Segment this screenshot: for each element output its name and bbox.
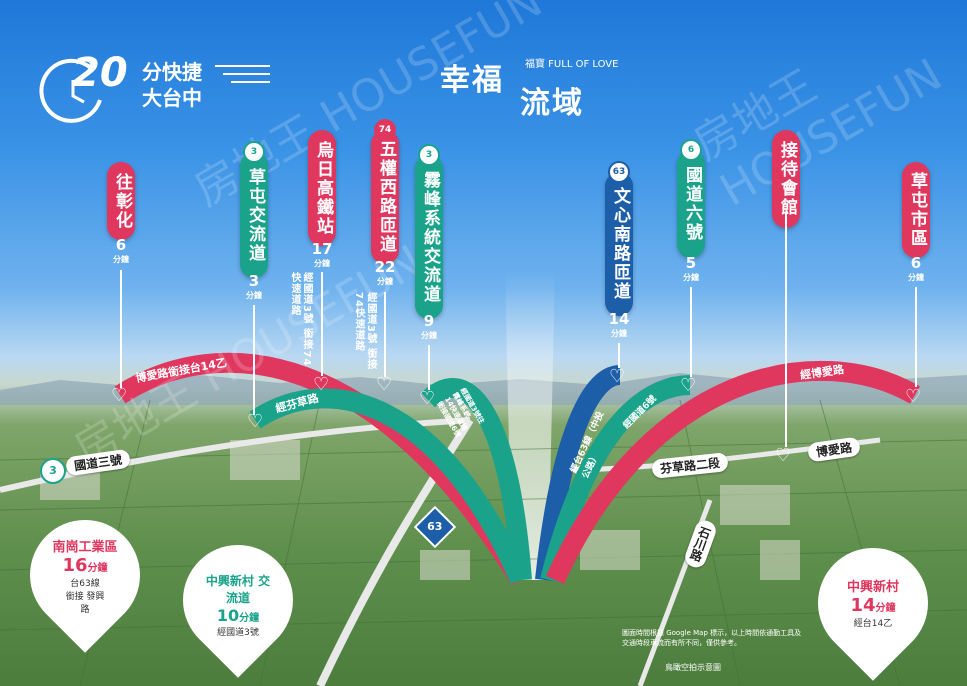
speed-lines-icon xyxy=(215,65,270,83)
pin-nangang-content: 南崗工業區 16分鐘 台63線 銜接 發興路 xyxy=(52,539,118,615)
heart-icon: ♡ xyxy=(111,385,128,406)
dest-note-wuquan-ramp: 經國道3號 銜接74快速道路 xyxy=(353,292,376,371)
brand-title-2: 流域 xyxy=(520,86,584,121)
leader-line xyxy=(253,305,255,415)
heart-icon: ♡ xyxy=(247,411,264,432)
heart-icon: ♡ xyxy=(313,374,330,395)
heart-icon: ♡ xyxy=(905,386,922,407)
clock-icon xyxy=(39,58,102,123)
dest-note-wuri-hsr: 經國道3號 銜接74快速道路 xyxy=(289,272,312,367)
brand-subtitle: 福寶 FULL OF LOVE xyxy=(525,59,619,70)
dest-card-wuri-hsr: 烏日高鐵站 xyxy=(308,130,336,246)
heart-icon: ♡ xyxy=(419,388,436,409)
leader-line xyxy=(690,287,692,377)
dest-card-changhua: 往彰化 xyxy=(107,162,135,240)
arc-boai xyxy=(545,360,921,585)
footer-disclaimer: 圖面時間根據 Google Map 標示，以上時間依通勤工具及交通時段車流而有所… xyxy=(622,629,802,647)
freeway3-shield-icon: 3 xyxy=(40,458,66,484)
dest-card-reception: 接待會館 xyxy=(772,130,800,228)
leader-line xyxy=(428,345,430,390)
heart-icon: ♡ xyxy=(775,445,792,466)
header-minutes-unit: 分快捷 xyxy=(142,60,202,84)
header-city: 大台中 xyxy=(142,86,202,110)
dest-card-caotun-downtown: 草屯市區 xyxy=(902,162,930,258)
leader-line xyxy=(915,287,917,387)
leader-line xyxy=(384,292,386,377)
arc-route-74 xyxy=(421,378,532,581)
arc-route-63 xyxy=(535,365,622,582)
pin-zhongxing-interchange-content: 中興新村 交流道 10分鐘 經國道3號 xyxy=(205,574,271,638)
leader-line xyxy=(785,212,787,447)
arc-jingfen xyxy=(249,388,530,585)
header-minutes: 20 xyxy=(72,50,128,96)
heart-icon: ♡ xyxy=(680,375,697,396)
heart-icon: ♡ xyxy=(609,366,626,387)
pin-zhongxing-content: 中興新村 14分鐘 經台14乙 xyxy=(846,579,899,629)
footer-caption: 鳥瞰空拍示意圖 xyxy=(665,663,721,672)
arc-route-6 xyxy=(540,375,691,583)
heart-icon: ♡ xyxy=(376,374,393,395)
arc-boai-14yi xyxy=(114,352,529,586)
brand-title-1: 幸福 xyxy=(440,63,504,98)
leader-line xyxy=(618,343,620,368)
leader-line xyxy=(120,270,122,388)
leader-line xyxy=(321,272,323,376)
